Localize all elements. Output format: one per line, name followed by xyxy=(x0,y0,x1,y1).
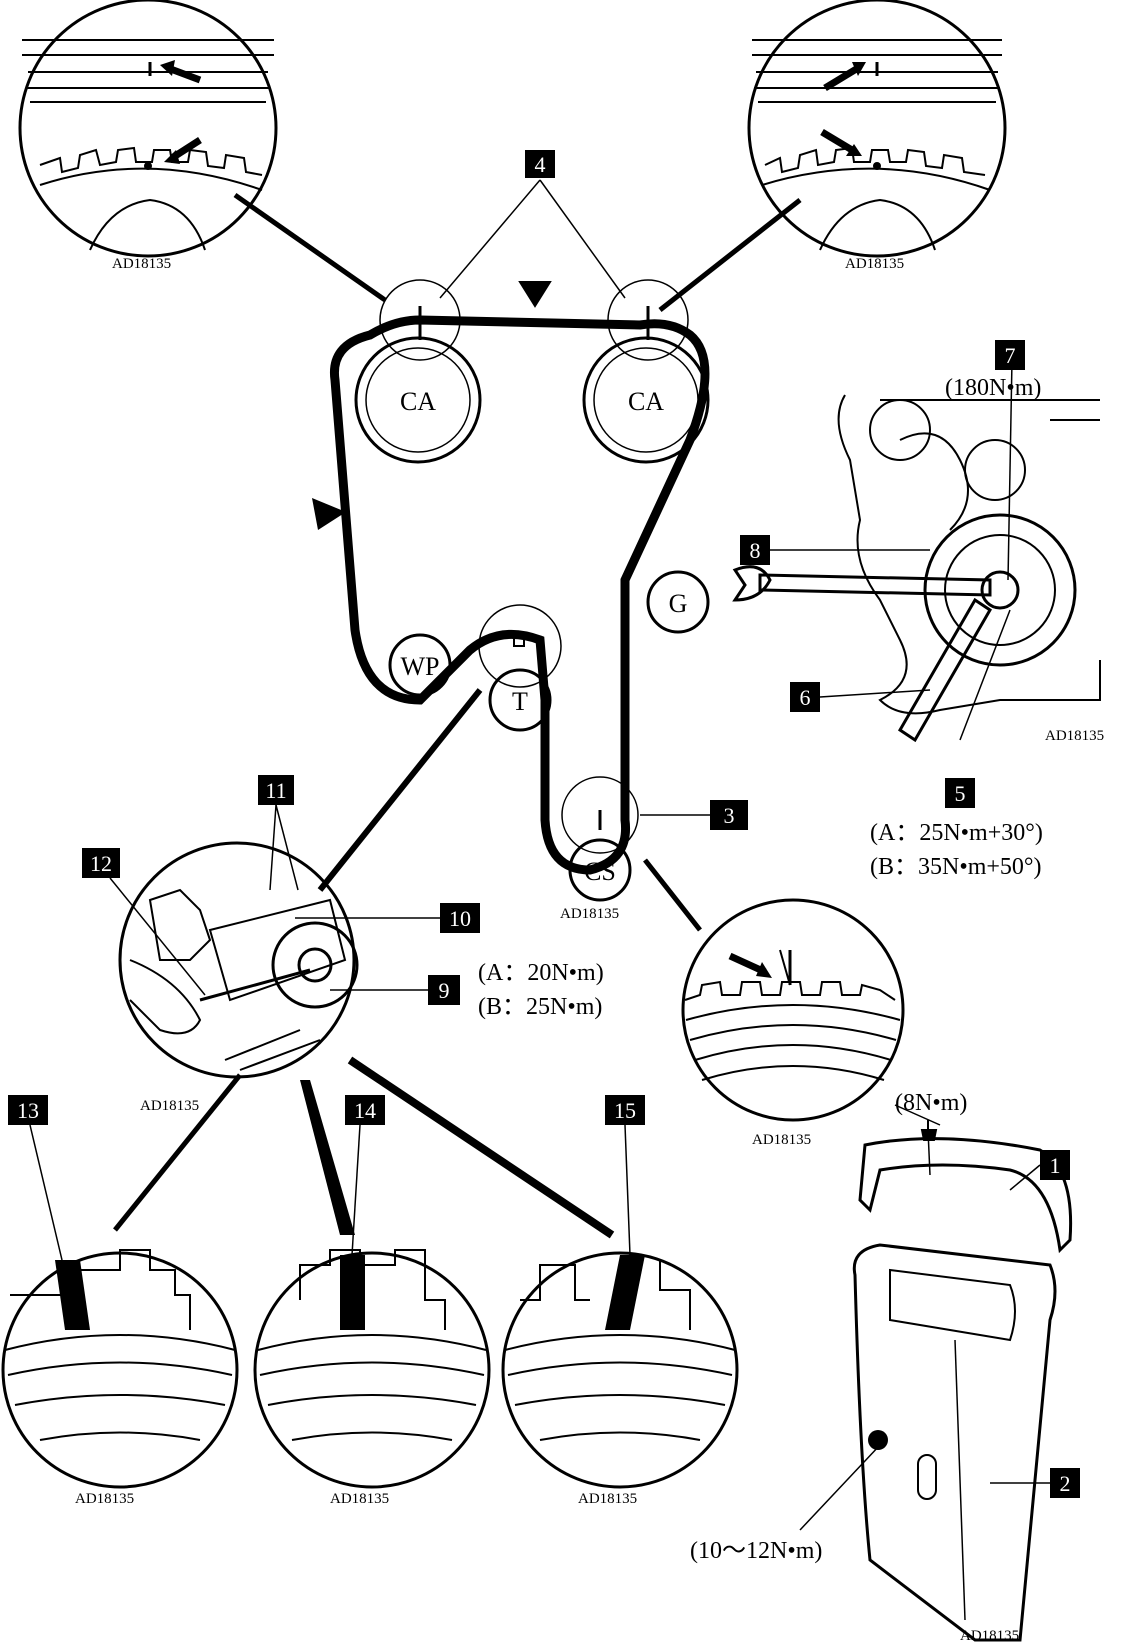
torque-5-b: (B：35N•m+50°) xyxy=(870,854,1042,880)
callout-12 xyxy=(82,848,120,878)
svg-text:WP: WP xyxy=(401,652,440,681)
svg-text:3: 3 xyxy=(724,803,735,828)
torque-2: (10～12N•m) xyxy=(690,1538,822,1564)
svg-text:AD18135: AD18135 xyxy=(140,1098,199,1114)
callout-11 xyxy=(258,775,294,805)
callout-6 xyxy=(790,682,820,712)
svg-text:CA: CA xyxy=(628,387,664,416)
detail-tensioner-position-13: AD18135 xyxy=(1,1249,239,1507)
svg-text:4: 4 xyxy=(535,152,546,177)
leader-line xyxy=(658,198,802,312)
svg-text:8: 8 xyxy=(750,538,761,563)
svg-text:11: 11 xyxy=(265,778,286,803)
svg-text:9: 9 xyxy=(439,978,450,1003)
svg-text:15: 15 xyxy=(614,1098,636,1123)
direction-arrow-icon xyxy=(312,498,346,530)
svg-text:G: G xyxy=(669,589,688,618)
svg-text:AD18135: AD18135 xyxy=(960,1628,1019,1644)
svg-text:AD18135: AD18135 xyxy=(560,906,619,922)
detail-crank-pulley-bolt: AD18135 xyxy=(732,359,1104,744)
callout-15 xyxy=(605,1095,645,1125)
callout-5 xyxy=(945,778,975,808)
detail-crankshaft: AD18135 xyxy=(681,898,905,1148)
ref-code: AD18135 xyxy=(845,256,904,272)
svg-text:CS: CS xyxy=(584,857,616,886)
svg-text:CA: CA xyxy=(400,387,436,416)
svg-text:AD18135: AD18135 xyxy=(1045,728,1104,744)
torque-9-b: (B：25N•m) xyxy=(478,994,602,1020)
torque-7: (180N•m) xyxy=(945,375,1041,401)
svg-text:1: 1 xyxy=(1050,1153,1061,1178)
callout-2 xyxy=(1050,1468,1080,1498)
timing-belt xyxy=(329,315,710,875)
direction-arrow-icon xyxy=(518,281,552,308)
callout-8 xyxy=(740,535,770,565)
timing-cover: AD18135 xyxy=(852,1120,1073,1644)
detail-camshaft-left: AD18135 xyxy=(18,0,278,272)
ref-code: AD18135 xyxy=(112,256,171,272)
leader-line xyxy=(233,192,387,303)
callout-10 xyxy=(440,903,480,933)
pulley-camshaft-right: CA xyxy=(582,279,710,464)
callout-14 xyxy=(345,1095,385,1125)
callout-4 xyxy=(525,150,555,178)
svg-text:10: 10 xyxy=(449,906,471,931)
pulley-generator: G xyxy=(646,570,710,634)
torque-1: (8N•m) xyxy=(895,1090,967,1116)
svg-text:AD18135: AD18135 xyxy=(75,1491,134,1507)
callout-13 xyxy=(8,1095,48,1125)
svg-text:AD18135: AD18135 xyxy=(752,1132,811,1148)
svg-text:7: 7 xyxy=(1005,343,1016,368)
pulley-tensioner: T xyxy=(478,604,562,732)
svg-text:5: 5 xyxy=(955,781,966,806)
svg-text:AD18135: AD18135 xyxy=(578,1491,637,1507)
svg-text:13: 13 xyxy=(17,1098,39,1123)
torque-5-a: (A：25N•m+30°) xyxy=(870,820,1043,846)
svg-text:14: 14 xyxy=(354,1098,376,1123)
callout-9 xyxy=(428,975,460,1005)
detail-tensioner-position-15: AD18135 xyxy=(501,1251,739,1507)
pulley-water-pump: WP xyxy=(388,633,452,697)
torque-9-a: (A：20N•m) xyxy=(478,960,604,986)
callout-7 xyxy=(995,340,1025,370)
callout-1 xyxy=(1040,1150,1070,1180)
pulley-camshaft-left: CA xyxy=(354,279,482,464)
svg-text:T: T xyxy=(512,687,528,716)
detail-camshaft-right: AD18135 xyxy=(747,0,1007,272)
svg-text:2: 2 xyxy=(1060,1471,1071,1496)
pulley-crankshaft: CS AD18135 xyxy=(560,776,639,922)
svg-text:6: 6 xyxy=(800,685,811,710)
callout-3 xyxy=(710,800,748,830)
svg-text:AD18135: AD18135 xyxy=(330,1491,389,1507)
detail-tensioner-position-14: AD18135 xyxy=(253,1249,491,1507)
svg-text:12: 12 xyxy=(90,851,112,876)
